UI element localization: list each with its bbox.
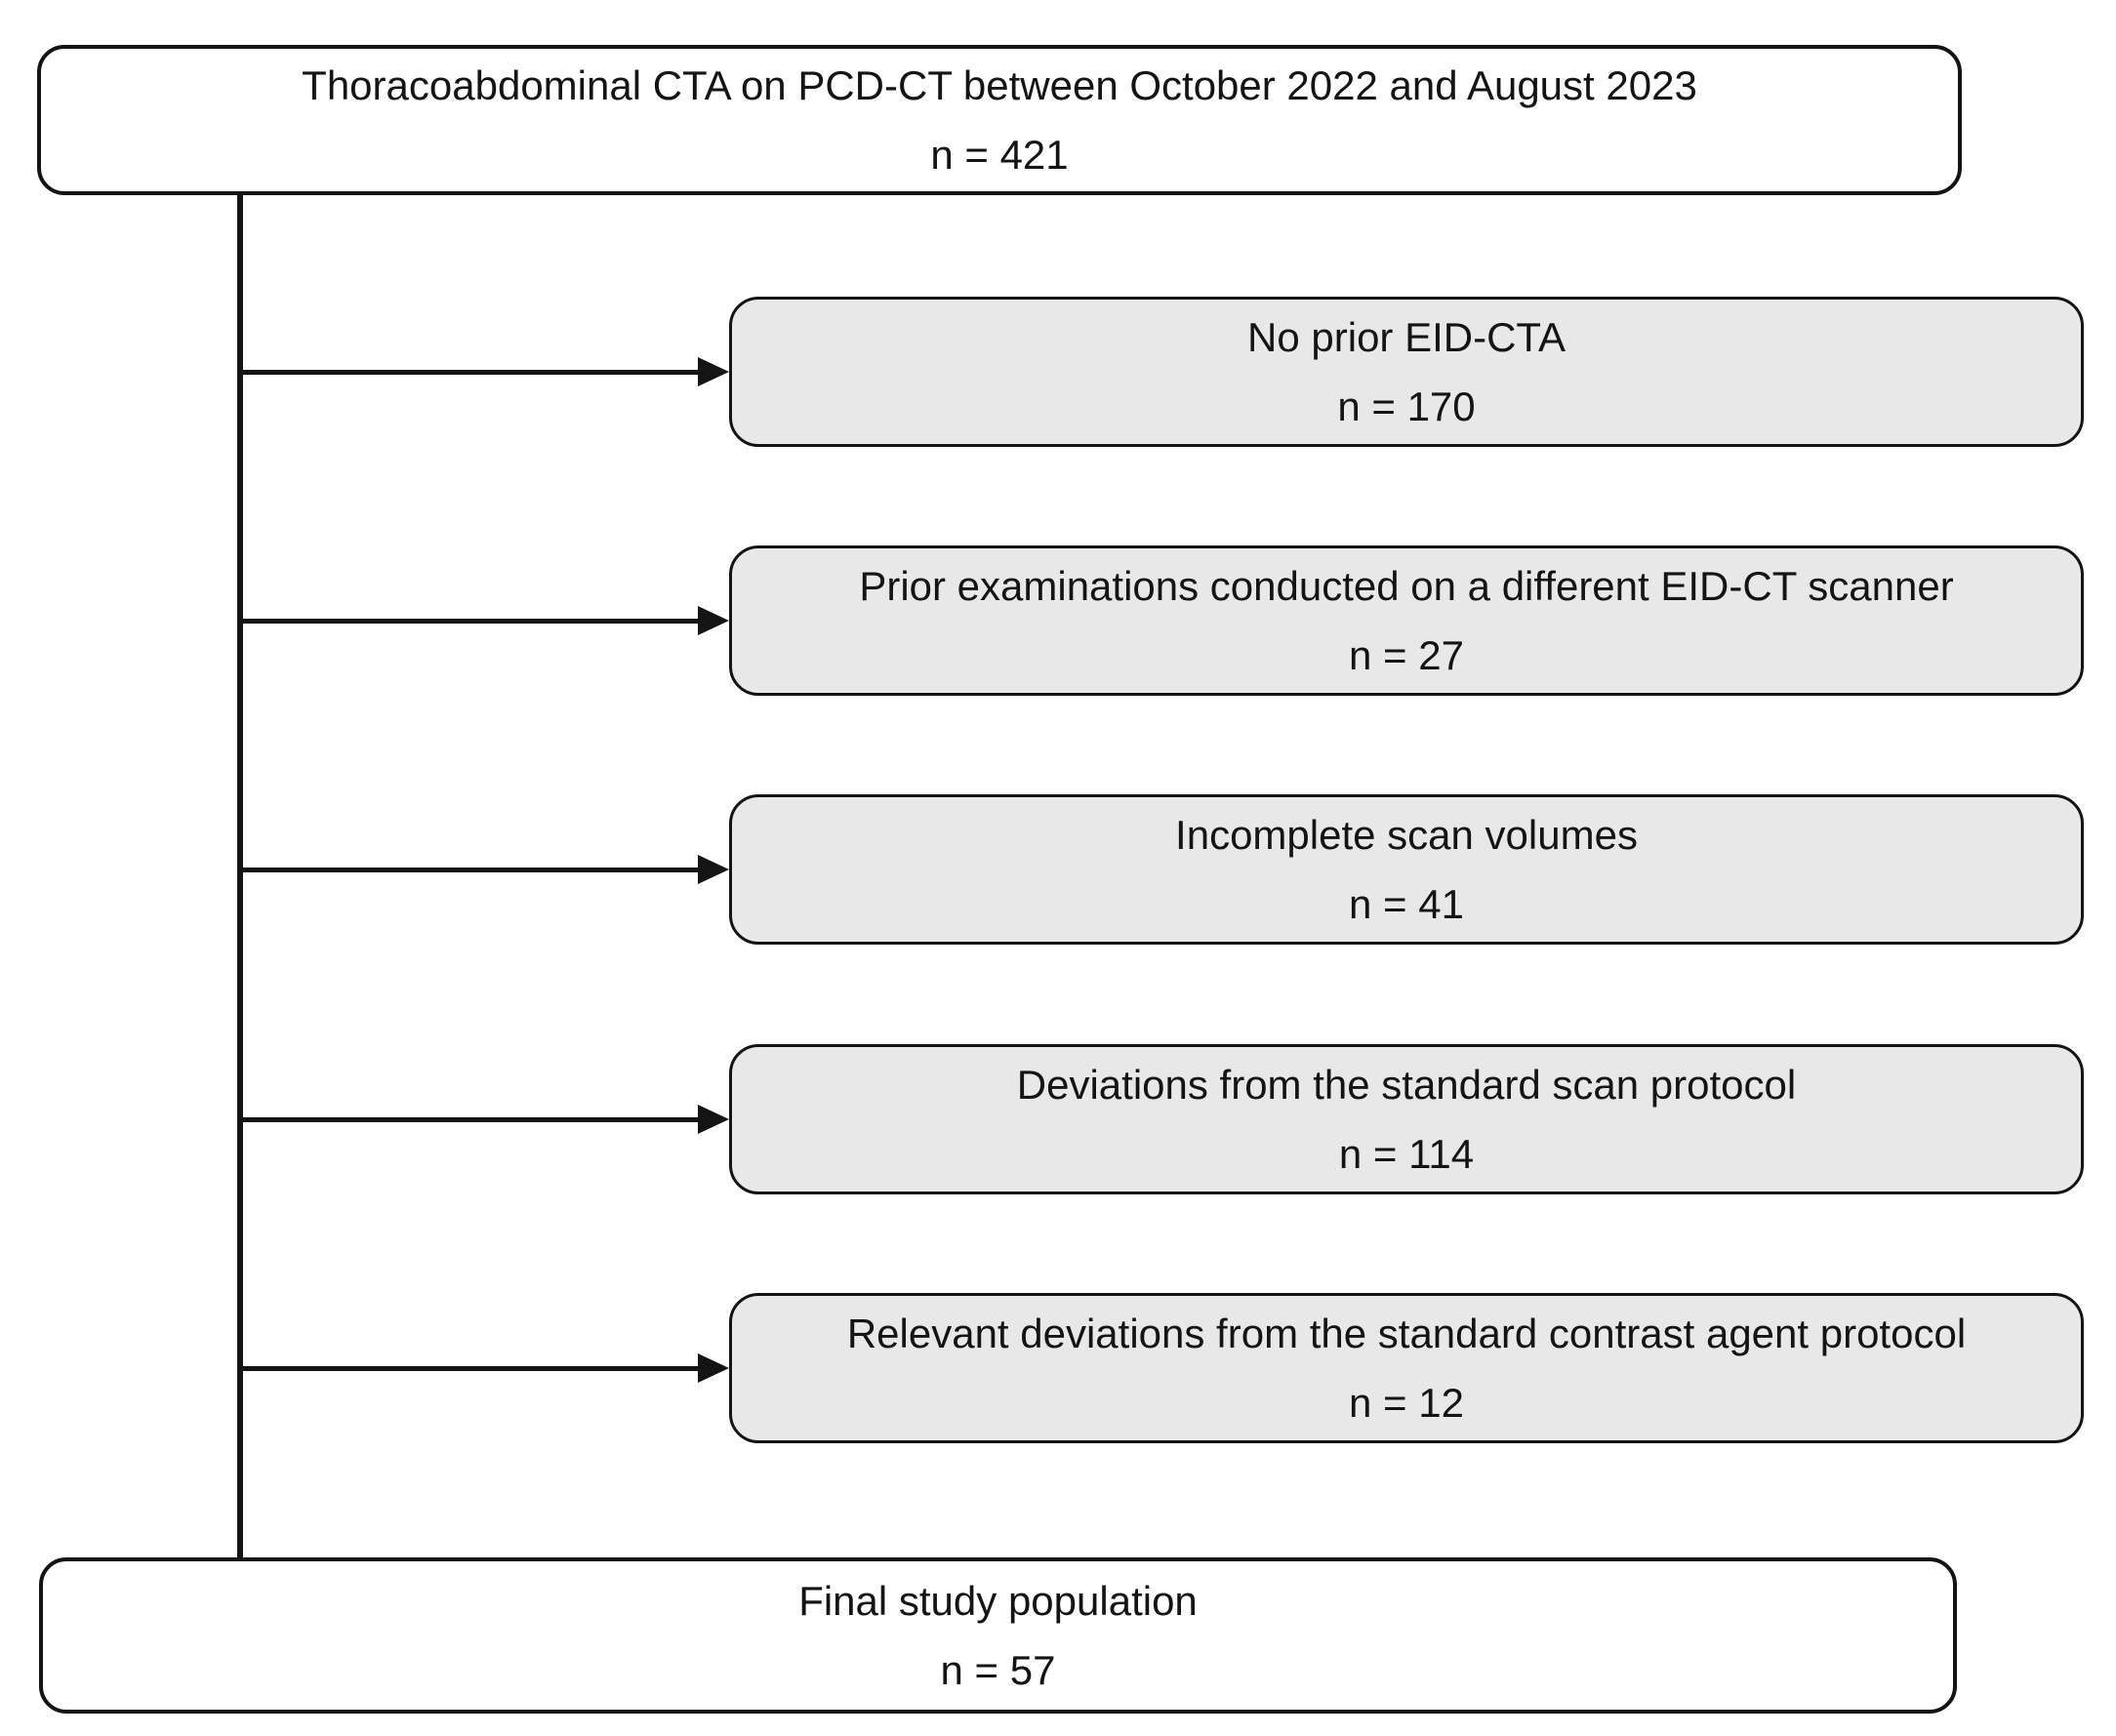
connector-arrow-1 xyxy=(240,357,729,386)
exclusion-box-scan-protocol-deviations: Deviations from the standard scan protoc… xyxy=(729,1044,2084,1194)
arrowhead-icon xyxy=(698,855,729,884)
arrow-shaft xyxy=(240,369,700,375)
connector-arrow-5 xyxy=(240,1353,729,1383)
main-vertical-line xyxy=(237,193,243,1557)
arrowhead-icon xyxy=(698,357,729,386)
exclusion-box-incomplete-scan-volumes: Incomplete scan volumes n = 41 xyxy=(729,794,2084,945)
enrollment-count: n = 421 xyxy=(930,132,1069,178)
exclusion-label: No prior EID-CTA xyxy=(1247,313,1566,360)
final-population-box: Final study population n = 57 xyxy=(39,1557,1957,1714)
exclusion-box-contrast-protocol-deviations: Relevant deviations from the standard co… xyxy=(729,1293,2084,1443)
exclusion-label: Relevant deviations from the standard co… xyxy=(846,1310,1967,1356)
exclusion-label: Incomplete scan volumes xyxy=(1175,811,1638,858)
arrow-shaft xyxy=(240,1116,700,1122)
exclusion-count: n = 12 xyxy=(1349,1380,1464,1426)
exclusion-count: n = 41 xyxy=(1349,881,1464,927)
exclusion-count: n = 114 xyxy=(1338,1131,1475,1177)
arrowhead-icon xyxy=(698,1105,729,1134)
connector-arrow-4 xyxy=(240,1105,729,1134)
exclusion-label: Prior examinations conducted on a differ… xyxy=(859,562,1954,609)
final-population-count: n = 57 xyxy=(940,1647,1056,1693)
exclusion-label: Deviations from the standard scan protoc… xyxy=(1016,1061,1797,1108)
final-population-label: Final study population xyxy=(798,1577,1198,1624)
exclusion-box-no-prior-eid-cta: No prior EID-CTA n = 170 xyxy=(729,297,2084,447)
connector-arrow-3 xyxy=(240,855,729,884)
enrollment-box: Thoracoabdominal CTA on PCD-CT between O… xyxy=(37,45,1962,195)
exclusion-box-different-scanner: Prior examinations conducted on a differ… xyxy=(729,545,2084,696)
arrow-shaft xyxy=(240,1365,700,1371)
arrow-shaft xyxy=(240,867,700,872)
exclusion-count: n = 27 xyxy=(1349,632,1464,678)
arrowhead-icon xyxy=(698,606,729,635)
arrow-shaft xyxy=(240,618,700,624)
exclusion-count: n = 170 xyxy=(1337,384,1476,429)
connector-arrow-2 xyxy=(240,606,729,635)
arrowhead-icon xyxy=(698,1353,729,1383)
enrollment-label: Thoracoabdominal CTA on PCD-CT between O… xyxy=(302,61,1697,108)
